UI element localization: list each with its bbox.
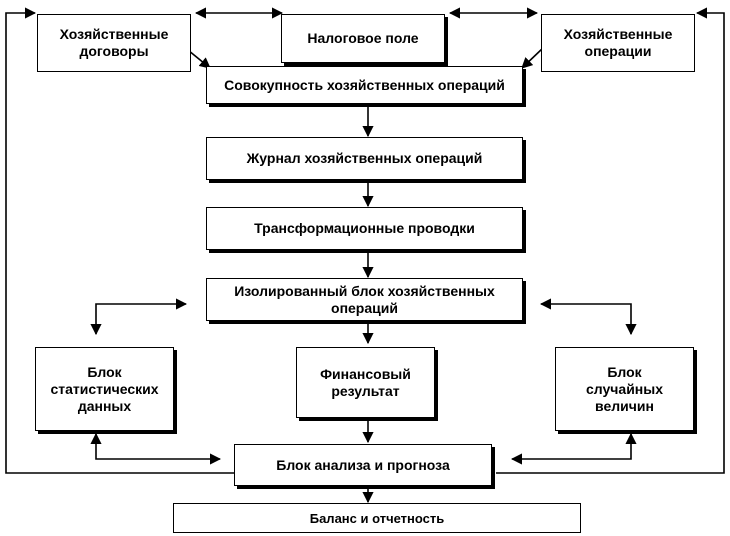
node-statistics-label: Блок статистических данных	[50, 363, 159, 414]
node-analysis: Блок анализа и прогноза	[234, 444, 492, 486]
node-tax-field-label: Налоговое поле	[307, 30, 419, 46]
arrow-isolated-statistics	[90, 298, 188, 336]
node-operations-label: Хозяйственные операции	[563, 26, 673, 59]
arrow-isolated-random	[539, 298, 637, 336]
node-random: Блок случайных величин	[555, 347, 694, 431]
node-isolated-label: Изолированный блок хозяйственных операци…	[234, 282, 495, 316]
node-contracts-label: Хозяйственные договоры	[59, 26, 169, 59]
node-transform: Трансформационные проводки	[206, 207, 523, 250]
node-balance-label: Баланс и отчетность	[309, 510, 445, 526]
node-balance: Баланс и отчетность	[173, 503, 581, 533]
node-journal: Журнал хозяйственных операций	[206, 137, 523, 180]
node-statistics: Блок статистических данных	[35, 347, 174, 431]
node-financial: Финансовый результат	[296, 347, 435, 418]
node-contracts: Хозяйственные договоры	[37, 14, 191, 72]
loop-analysis-operations	[496, 7, 725, 474]
arrow-statistics-analysis	[90, 432, 222, 465]
node-tax-field: Налоговое поле	[281, 14, 445, 63]
node-transform-label: Трансформационные проводки	[254, 220, 475, 236]
node-operations: Хозяйственные операции	[541, 14, 695, 72]
node-aggregate: Совокупность хозяйственных операций	[206, 66, 523, 104]
node-isolated: Изолированный блок хозяйственных операци…	[206, 278, 523, 321]
node-journal-label: Журнал хозяйственных операций	[246, 150, 483, 166]
loop-analysis-contracts	[5, 7, 234, 474]
node-aggregate-label: Совокупность хозяйственных операций	[224, 76, 505, 93]
node-analysis-label: Блок анализа и прогноза	[276, 456, 450, 473]
arrow-operations-aggregate	[521, 47, 544, 69]
node-financial-label: Финансовый результат	[320, 365, 411, 399]
node-random-label: Блок случайных величин	[586, 363, 663, 414]
arrow-random-analysis	[510, 432, 637, 465]
